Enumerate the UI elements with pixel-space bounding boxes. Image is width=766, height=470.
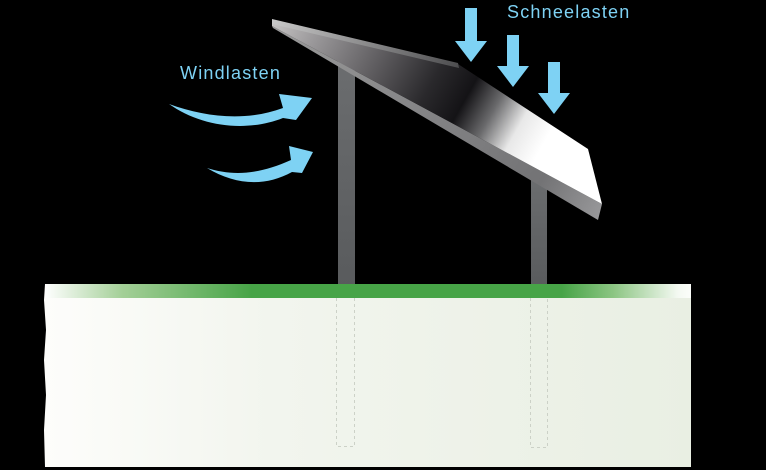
ground-body xyxy=(44,284,691,467)
panel-face xyxy=(272,20,602,204)
panel-bottom-edge xyxy=(272,26,602,220)
wind-arrow-icon xyxy=(169,94,312,126)
snow-load-label: Schneelasten xyxy=(507,2,630,22)
wind-arrow-icon xyxy=(207,146,313,183)
panel-top-edge xyxy=(272,19,459,68)
snow-arrow-icon xyxy=(455,8,487,62)
snow-arrow-icon xyxy=(538,62,570,114)
wind-load-label: Windlasten xyxy=(180,63,281,83)
underground-post-outline-left xyxy=(336,298,355,447)
rear-post xyxy=(531,178,547,286)
snow-load-arrows xyxy=(455,8,570,114)
underground-post-outline-right xyxy=(530,298,548,448)
snow-arrow-icon xyxy=(497,35,529,87)
grass-strip xyxy=(45,284,691,298)
front-post xyxy=(338,60,355,286)
solar-panel xyxy=(272,19,602,220)
wind-load-arrows xyxy=(169,94,313,183)
